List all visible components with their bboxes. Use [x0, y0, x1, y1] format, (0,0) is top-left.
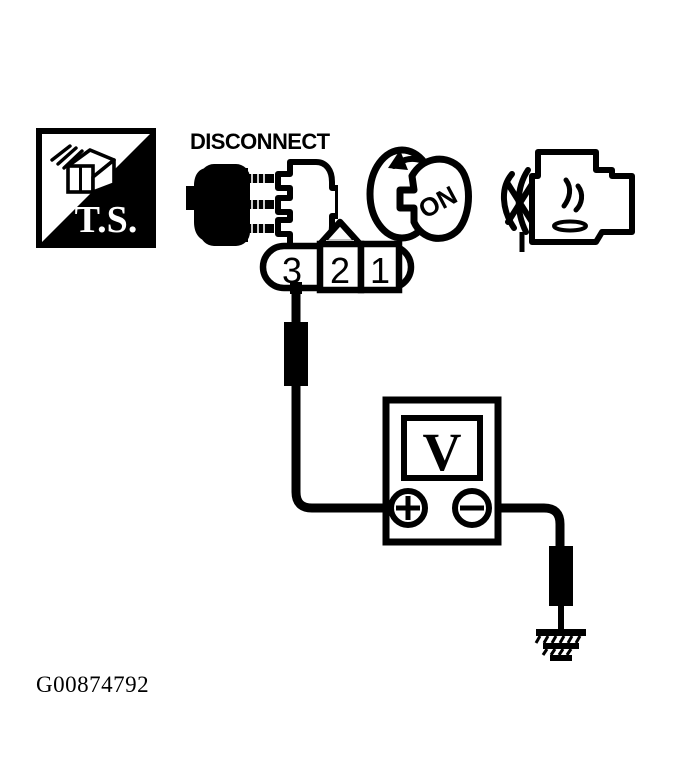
negative-terminal [452, 488, 492, 528]
connector-pin-3-label: 3 [282, 250, 302, 291]
disconnect-icon-label: DISCONNECT [190, 129, 331, 154]
positive-test-probe [284, 322, 308, 386]
positive-test-lead [291, 278, 400, 513]
positive-terminal [388, 488, 428, 528]
engine-running-icon [492, 140, 640, 255]
disconnect-icon: DISCONNECT [186, 124, 338, 256]
voltmeter: V [382, 396, 502, 546]
negative-test-probe [549, 546, 573, 606]
troubleshooting-icon-label: T.S. [75, 199, 138, 241]
troubleshooting-icon: T.S. [36, 128, 156, 248]
voltmeter-display-symbol: V [423, 422, 462, 482]
chassis-ground-symbol [534, 629, 586, 661]
connector-pin-2-label: 2 [330, 250, 350, 291]
connector-pin-1-label: 1 [370, 250, 390, 291]
three-pin-connector: 3 2 1 [259, 218, 415, 294]
negative-test-lead [486, 503, 565, 560]
icon-row: T.S. DISCONNECT [0, 62, 674, 252]
figure-id-caption: G00874792 [36, 672, 150, 697]
ignition-on-icon: ON [360, 136, 480, 256]
